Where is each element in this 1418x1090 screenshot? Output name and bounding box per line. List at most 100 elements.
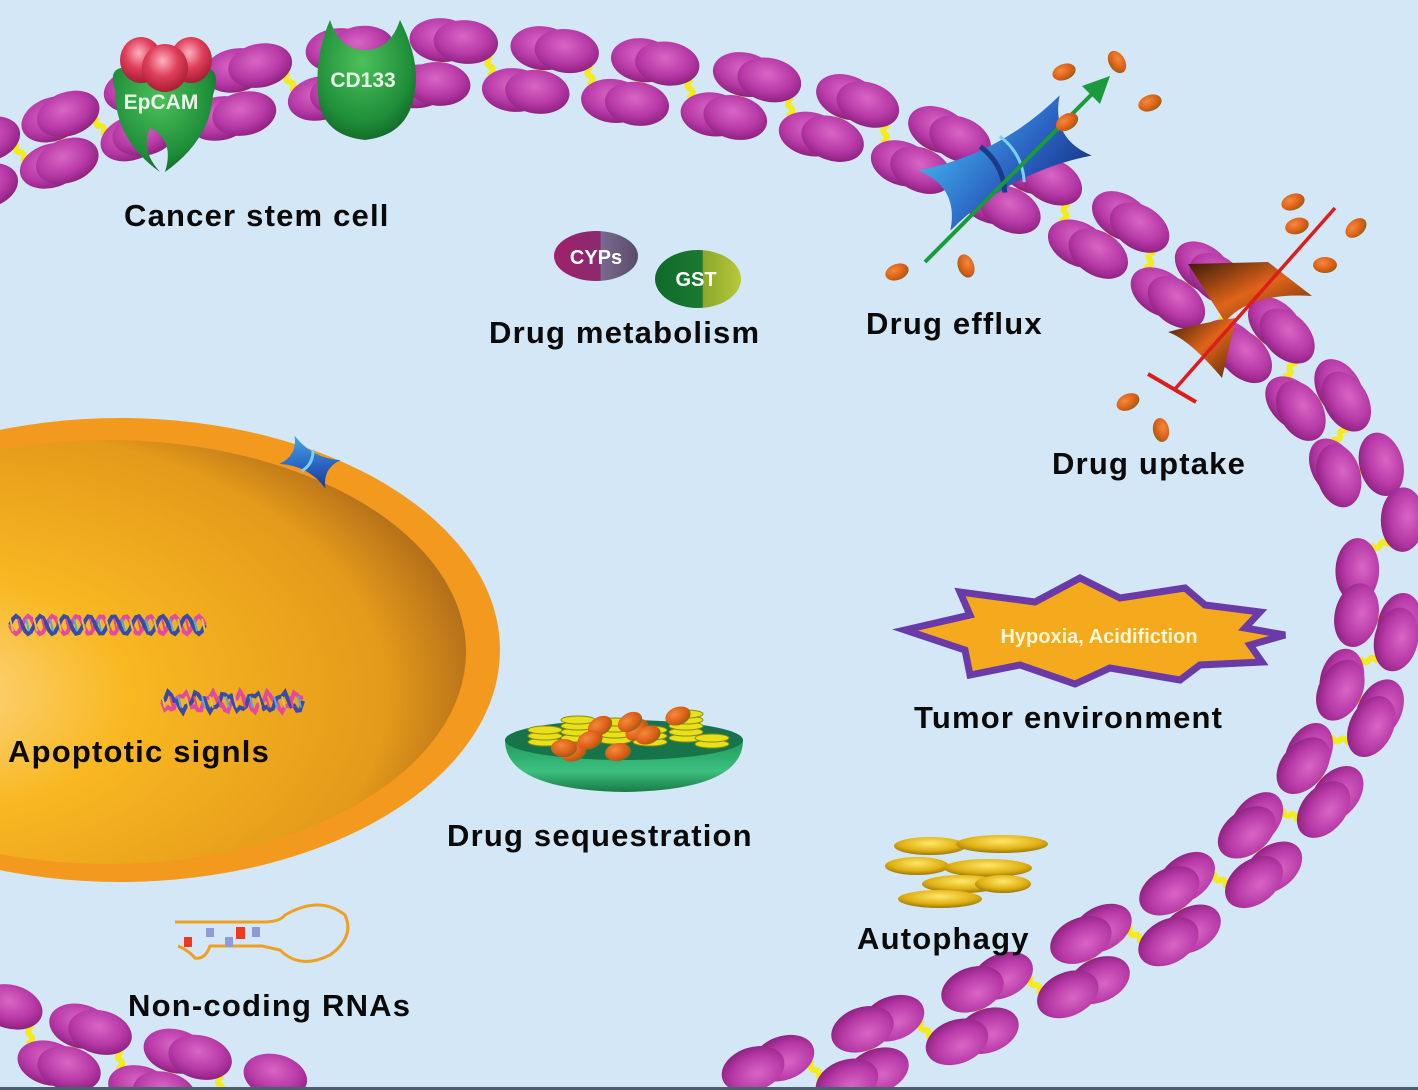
dna-base-pair [153, 618, 158, 632]
lipid-head [433, 20, 499, 64]
lipid-head [1037, 970, 1099, 1019]
dna-base-pair [281, 696, 286, 708]
dna-base-pair [9, 618, 14, 632]
dna-base-pair [257, 696, 262, 708]
label-cancer-stem-cell: Cancer stem cell [124, 198, 390, 233]
label-autophagy: Autophagy [857, 921, 1030, 956]
dna-base-pair [209, 696, 214, 708]
lipid-tail [12, 141, 28, 164]
dna-base-pair [105, 618, 110, 632]
dna-base-pair [201, 618, 206, 632]
lipid-tail [1027, 975, 1043, 995]
epcam-cap-icon [142, 44, 188, 92]
lipid-tail [684, 77, 696, 101]
dna-base-pair [289, 696, 294, 708]
lipid-head [1138, 916, 1199, 967]
lipid-head [534, 29, 599, 74]
lipid-tail [214, 1073, 226, 1090]
label-drug-efflux: Drug efflux [866, 306, 1043, 341]
cyps-label: CYPs [570, 247, 622, 269]
lipid-head [1217, 806, 1276, 859]
label-drug-uptake: Drug uptake [1052, 446, 1247, 481]
lipid-head [228, 43, 293, 88]
lipid-head [1225, 855, 1283, 909]
dna-base-pair [225, 696, 230, 708]
lipid-tail [1357, 654, 1381, 666]
lipid-head [1147, 275, 1206, 329]
lipid-tail [1143, 248, 1157, 272]
dna-base-pair [129, 618, 134, 632]
lipid-head [1296, 781, 1351, 838]
lipid-tail [24, 1023, 36, 1047]
lipid-head [1316, 444, 1362, 508]
lipid-head [604, 81, 670, 126]
lipid-tail [1126, 925, 1144, 945]
lipid-head [1259, 308, 1315, 364]
label-tumor-environment: Tumor environment [914, 700, 1224, 735]
lipid-head [68, 1009, 132, 1055]
sequestration-organelle-icon [505, 706, 743, 792]
stack-disc [694, 733, 730, 743]
sequestered-drug [665, 706, 691, 726]
lipid-tail [1279, 807, 1301, 823]
lipid-tail [1059, 200, 1071, 225]
epcam-label: EpCAM [124, 91, 199, 114]
cd133-label: CD133 [330, 69, 395, 92]
lipid-head [1380, 487, 1418, 552]
dna-base-pair [145, 618, 150, 632]
dna-base-pair [273, 696, 278, 708]
dna-base-pair [97, 618, 102, 632]
dna-base-pair [169, 618, 174, 632]
dna-base-pair [81, 618, 86, 632]
lipid-head [721, 1046, 785, 1090]
dna-base-pair [201, 696, 206, 708]
dna-base-pair [113, 618, 118, 632]
autophagy-vesicle [898, 890, 982, 908]
lipid-head [1216, 328, 1272, 384]
label-non-coding-rnas: Non-coding RNAs [128, 988, 412, 1023]
drug-particle [957, 254, 975, 278]
bottom-border [0, 1087, 1418, 1090]
dna-base-pair [137, 618, 142, 632]
lipid-tail [584, 64, 596, 88]
dna-helix-icon [8, 613, 207, 637]
dna-base-pair [73, 618, 78, 632]
drug-particle [1152, 418, 1170, 442]
lipid-head [0, 163, 19, 209]
lipid-head [0, 116, 21, 163]
lipid-tail [807, 1059, 823, 1081]
autophagy-vesicle [975, 875, 1031, 893]
drug-particle [1281, 193, 1305, 211]
lipid-head [212, 91, 277, 136]
dna-base-pair [25, 618, 30, 632]
label-drug-sequestration: Drug sequestration [447, 818, 753, 853]
lipid-head [801, 115, 864, 162]
lipid-head [1373, 607, 1418, 672]
lipid-heads [0, 984, 308, 1090]
sequestered-drug [605, 742, 631, 762]
hypoxia-text: Hypoxia, Acidifiction [1000, 626, 1197, 648]
sequestered-drug [617, 711, 643, 733]
dna-base-pair [265, 696, 270, 708]
damaged-dna-icon [160, 686, 305, 717]
lipid-head [36, 90, 100, 138]
lipid-head [1139, 866, 1200, 916]
lipid-head [1109, 202, 1170, 253]
drug-particle [1285, 217, 1309, 235]
lipid-head [37, 1045, 101, 1090]
lipid-head [1276, 737, 1331, 794]
lipid-head [243, 1053, 308, 1090]
epcam-marker: EpCAM [112, 37, 217, 172]
lipid-head [1334, 583, 1379, 647]
dna-base-pair [193, 696, 198, 708]
dna-base-pair [41, 618, 46, 632]
lipid-head [1321, 371, 1372, 432]
lipid-tail [879, 122, 891, 146]
drug-particle [1313, 257, 1337, 273]
dna-base-pair [161, 696, 166, 708]
dna-base-pair [177, 618, 182, 632]
stack-disc [560, 715, 596, 725]
dna-base-pair [161, 618, 166, 632]
lipid-head [1276, 380, 1326, 441]
